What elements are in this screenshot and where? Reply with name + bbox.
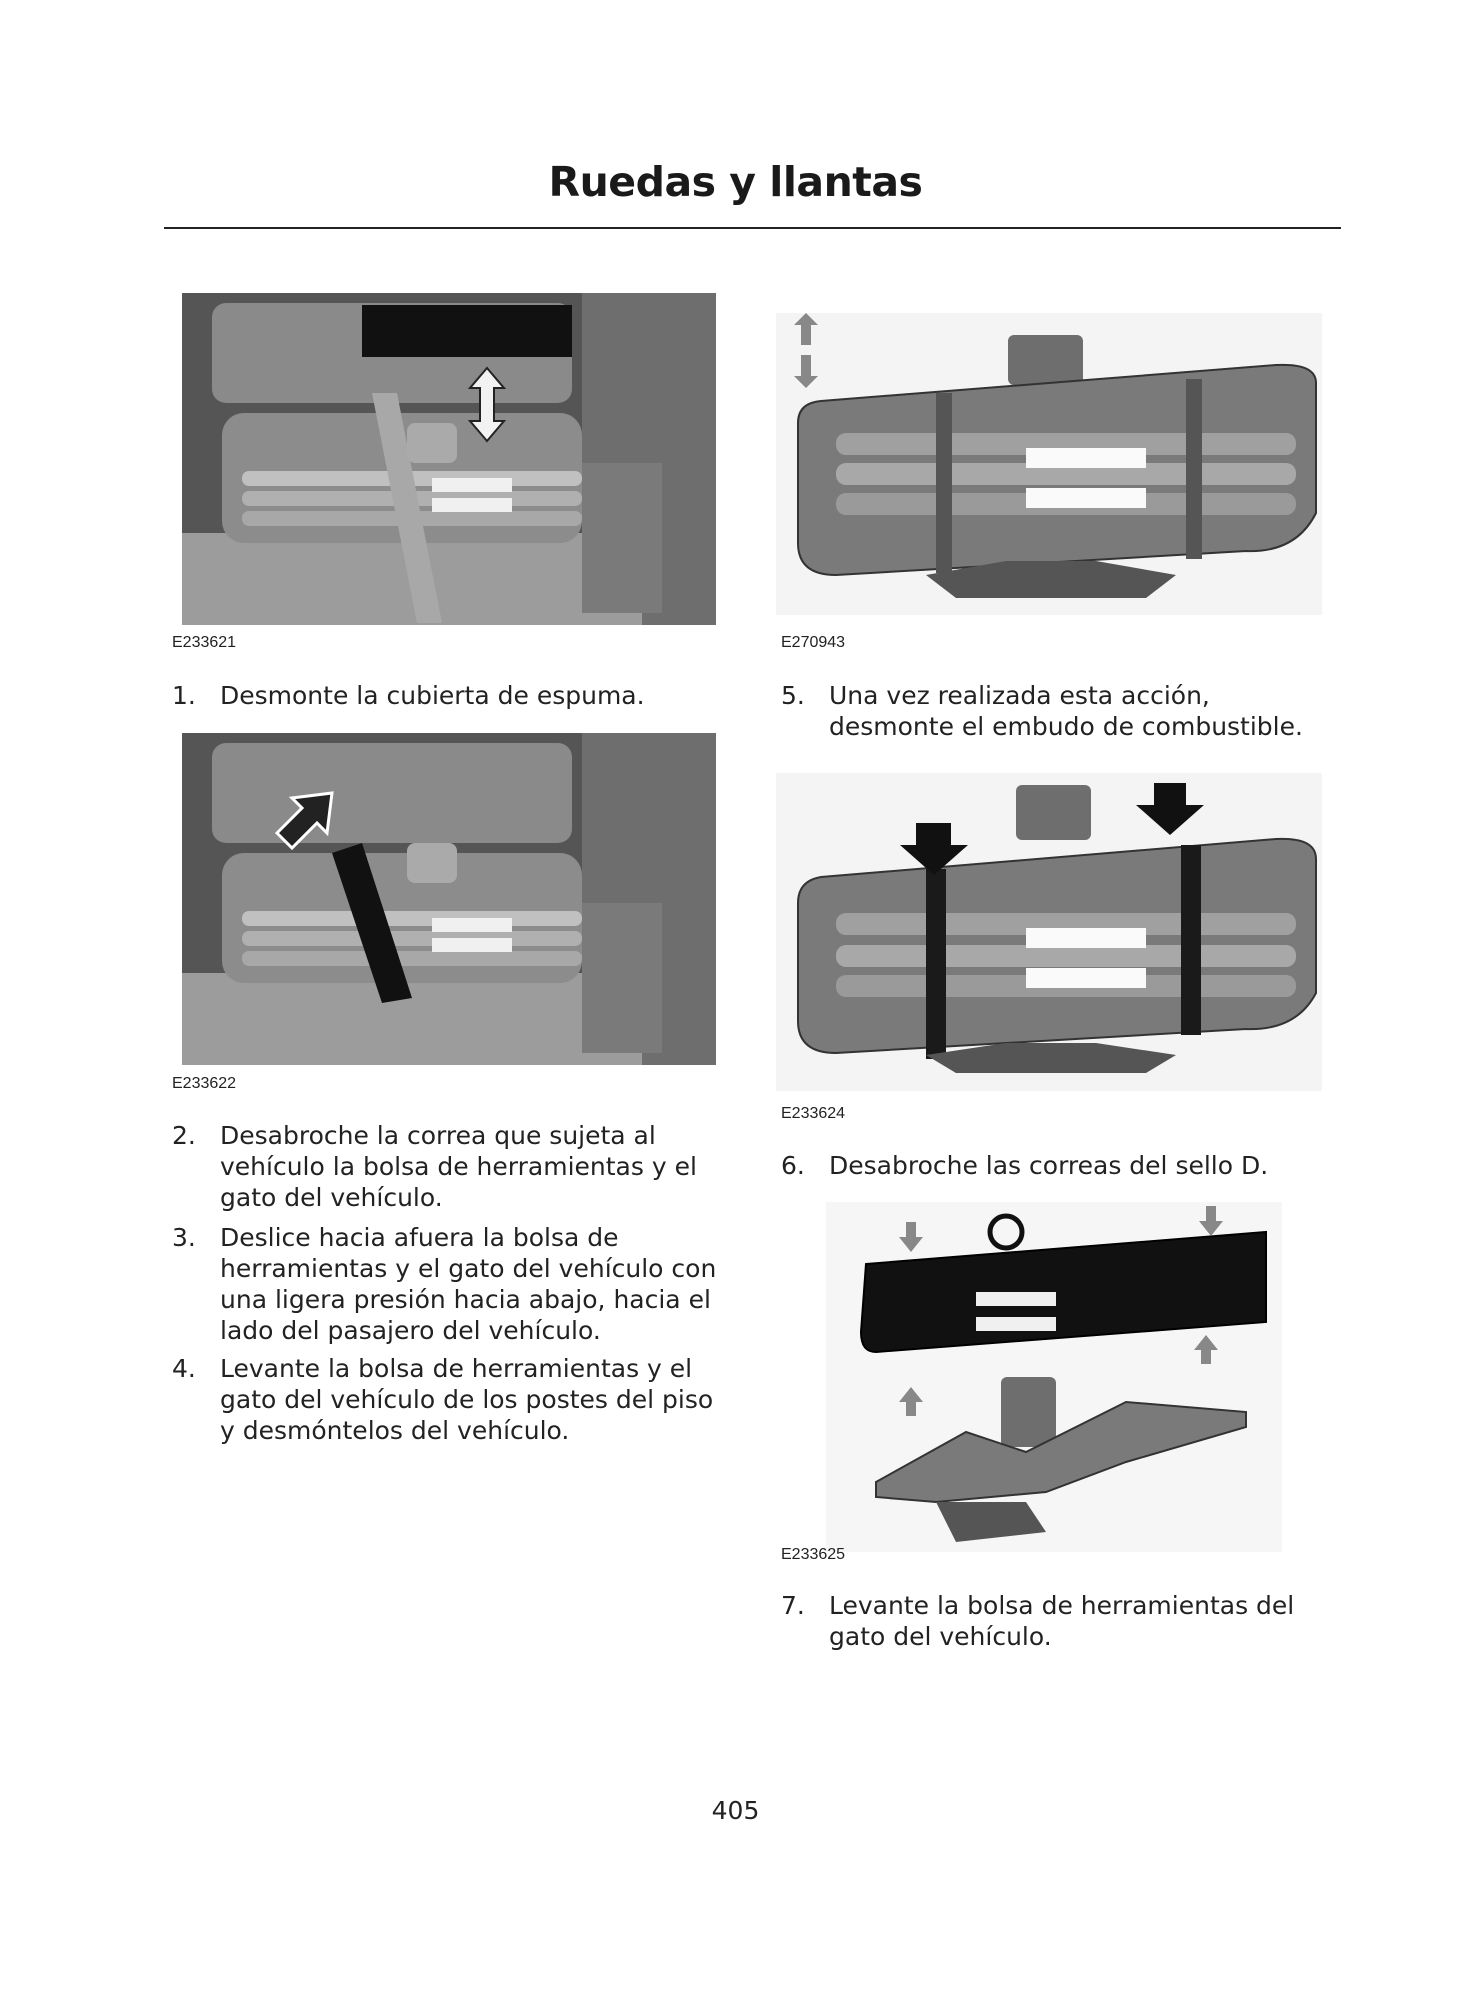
step-number: 1. [172, 681, 196, 710]
cargo-area-strap-illustration [182, 733, 716, 1065]
list-item: 6. Desabroche las correas del sello D. [781, 1150, 1341, 1181]
step-number: 3. [172, 1223, 196, 1252]
step-number: 2. [172, 1121, 196, 1150]
list-item: 4. Levante la bolsa de herramientas y el… [172, 1353, 732, 1446]
bag-lifted-from-jack-illustration [826, 1202, 1282, 1552]
down-arrow-icon [1136, 783, 1204, 835]
figure-e233622 [182, 733, 716, 1065]
tool-bag-jack-illustration [776, 313, 1322, 615]
figure-code: E233622 [172, 1075, 237, 1092]
page-title: Ruedas y llantas [548, 158, 923, 206]
figure-e233621 [182, 293, 716, 625]
step-number: 6. [781, 1151, 805, 1180]
list-item: 5. Una vez realizada esta acción, desmon… [781, 680, 1341, 742]
up-arrow-icon [899, 1387, 923, 1416]
step-text: Levante la bolsa de herramientas y el ga… [220, 1354, 714, 1445]
step-text: Una vez realizada esta acción, desmonte … [829, 681, 1303, 741]
step-text: Levante la bolsa de herramientas del gat… [829, 1591, 1295, 1651]
step-text: Deslice hacia afuera la bolsa de herrami… [220, 1223, 717, 1345]
list-item: 1. Desmonte la cubierta de espuma. [172, 680, 732, 711]
figure-code: E233621 [172, 634, 237, 651]
list-item: 2. Desabroche la correa que sujeta al ve… [172, 1120, 732, 1213]
title-divider [164, 227, 1341, 229]
step-number: 7. [781, 1591, 805, 1620]
cargo-area-illustration [182, 293, 716, 625]
figure-e233624 [776, 773, 1322, 1091]
diagonal-arrow-icon [274, 791, 334, 851]
figure-code: E270943 [781, 634, 846, 651]
down-arrow-icon [900, 823, 968, 875]
updown-arrow-icon [794, 313, 818, 388]
down-arrow-icon [1199, 1206, 1223, 1236]
page-number: 405 [711, 1796, 760, 1825]
tool-bag-straps-illustration [776, 773, 1322, 1091]
figure-code: E233624 [781, 1105, 846, 1122]
figure-e233625 [826, 1202, 1282, 1552]
step-number: 5. [781, 681, 805, 710]
up-arrow-icon [1194, 1335, 1218, 1364]
step-text: Desmonte la cubierta de espuma. [220, 681, 645, 710]
down-arrow-icon [899, 1222, 923, 1252]
figure-e270943 [776, 313, 1322, 615]
step-text: Desabroche las correas del sello D. [829, 1151, 1269, 1180]
step-number: 4. [172, 1354, 196, 1383]
step-text: Desabroche la correa que sujeta al vehíc… [220, 1121, 697, 1212]
list-item: 7. Levante la bolsa de herramientas del … [781, 1590, 1341, 1652]
double-arrow-updown-icon [467, 366, 507, 443]
figure-code: E233625 [781, 1546, 846, 1563]
list-item: 3. Deslice hacia afuera la bolsa de herr… [172, 1222, 732, 1346]
